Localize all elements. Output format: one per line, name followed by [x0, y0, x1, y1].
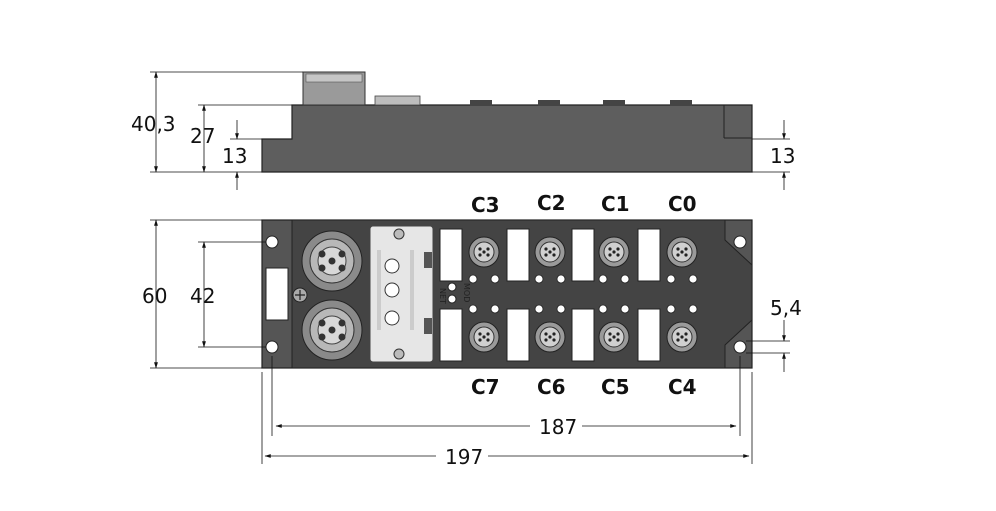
mount-hole-icon [265, 235, 279, 249]
m12-port-c5-icon [598, 321, 630, 353]
side-body [261, 104, 753, 173]
m12-port-c1-icon [598, 236, 630, 268]
side-view [261, 71, 753, 173]
power-connector-in-icon [301, 230, 363, 292]
port-label-strip [637, 228, 661, 282]
cover-hinge [424, 252, 432, 268]
mount-hole-icon [265, 340, 279, 354]
dim-height-body: 27 [190, 124, 215, 148]
port-label-c3: C3 [471, 193, 500, 217]
mod-led-label: MOD [462, 283, 471, 302]
m12-port-c6-icon [534, 321, 566, 353]
dim-height-flange-right: 13 [770, 144, 795, 168]
port-label-c2: C2 [537, 191, 566, 215]
port-leds [468, 274, 698, 314]
front-dimensions [150, 219, 790, 464]
config-cover [369, 225, 434, 363]
net-led-icon [447, 294, 457, 304]
rotary-switch-icon [384, 258, 400, 274]
power-connector-out-icon [301, 299, 363, 361]
port-label-c1: C1 [601, 192, 630, 216]
rotary-switch-icon [384, 310, 400, 326]
mount-hole-icon [733, 340, 747, 354]
mod-led-icon [447, 282, 457, 292]
cover-hinge [424, 318, 432, 334]
m12-port-c0-icon [666, 236, 698, 268]
port-label-strip [439, 228, 463, 282]
dim-height-total: 40,3 [131, 112, 176, 136]
port-label-c0: C0 [668, 192, 697, 216]
front-left-label [265, 267, 289, 321]
mount-hole-icon [733, 235, 747, 249]
cover-screw-icon [393, 228, 405, 240]
port-label-strip [439, 308, 463, 362]
port-label-strip [571, 308, 595, 362]
port-label-strip [506, 308, 530, 362]
port-label-c4: C4 [668, 375, 697, 399]
port-label-strip [506, 228, 530, 282]
cover-screw-icon [393, 348, 405, 360]
side-port-bump [538, 100, 560, 106]
dim-hole-spacing-horizontal: 187 [539, 415, 577, 439]
dim-width-front: 60 [142, 284, 167, 308]
m12-port-c4-icon [666, 321, 698, 353]
rotary-switch-icon [384, 282, 400, 298]
front-view: MOD NET [261, 219, 753, 369]
port-label-c6: C6 [537, 375, 566, 399]
port-label-c5: C5 [601, 375, 630, 399]
m12-port-c3-icon [468, 236, 500, 268]
port-label-strip [571, 228, 595, 282]
m12-port-c2-icon [534, 236, 566, 268]
net-led-label: NET [438, 288, 447, 304]
side-port-bump [470, 100, 492, 106]
dim-hole-spacing-vertical: 42 [190, 284, 215, 308]
side-screw-knob [374, 95, 421, 106]
side-dimensions [150, 71, 790, 190]
m12-port-c7-icon [468, 321, 500, 353]
port-label-c7: C7 [471, 375, 500, 399]
side-port-bump [603, 100, 625, 106]
dim-hole-offset: 5,4 [770, 296, 802, 320]
port-label-strip [637, 308, 661, 362]
dim-height-flange-left: 13 [222, 144, 247, 168]
dim-length-total: 197 [445, 445, 483, 469]
side-port-bump [670, 100, 692, 106]
